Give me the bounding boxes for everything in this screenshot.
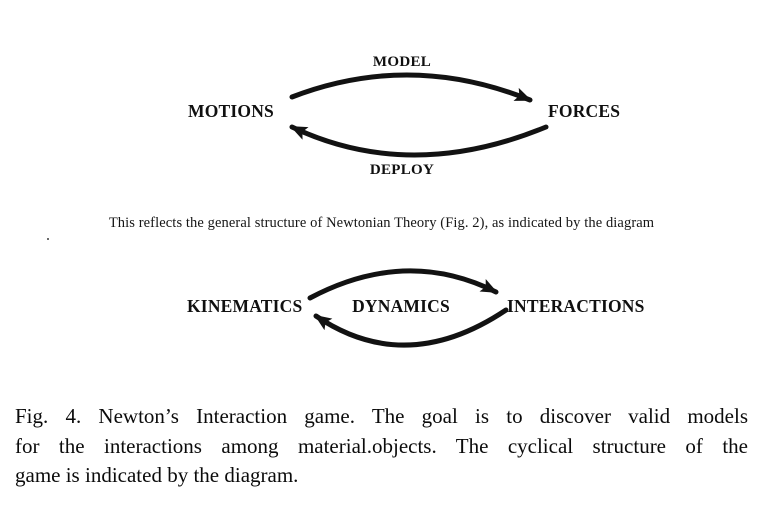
connector-text: This reflects the general structure of N…	[108, 215, 655, 231]
model-arrow-label: MODEL	[372, 54, 432, 70]
bottom-cycle-arrows	[307, 268, 509, 348]
caption-line: Fig. 4. Newton’s Interaction game. The g…	[15, 404, 748, 428]
node-interactions: INTERACTIONS	[507, 296, 645, 316]
caption-line: for the interactions among material.obje…	[15, 433, 748, 458]
scan-speck	[47, 238, 49, 240]
deploy-arrow-label: DEPLOY	[369, 162, 435, 178]
figure-caption: Fig. 4. Newton’s Interaction game. The g…	[15, 402, 748, 491]
node-forces: FORCES	[548, 101, 621, 121]
bottom-cycle-diagram: KINEMATICS DYNAMICS INTERACTIONS	[0, 240, 763, 380]
model-arrow	[289, 72, 533, 103]
top-cycle-diagram: MODEL MOTIONS FORCES DEPLOY	[0, 0, 763, 200]
node-kinematics: KINEMATICS	[187, 296, 303, 316]
node-motions: MOTIONS	[188, 101, 274, 121]
deploy-arrow	[289, 124, 549, 158]
top-cycle-arrows	[289, 72, 549, 158]
caption-line: game is indicated by the diagram.	[15, 463, 299, 487]
label-dynamics: DYNAMICS	[352, 296, 450, 316]
interactions-to-kinematics-arrow	[313, 307, 509, 348]
kinematics-to-interactions-arrow	[307, 268, 499, 301]
